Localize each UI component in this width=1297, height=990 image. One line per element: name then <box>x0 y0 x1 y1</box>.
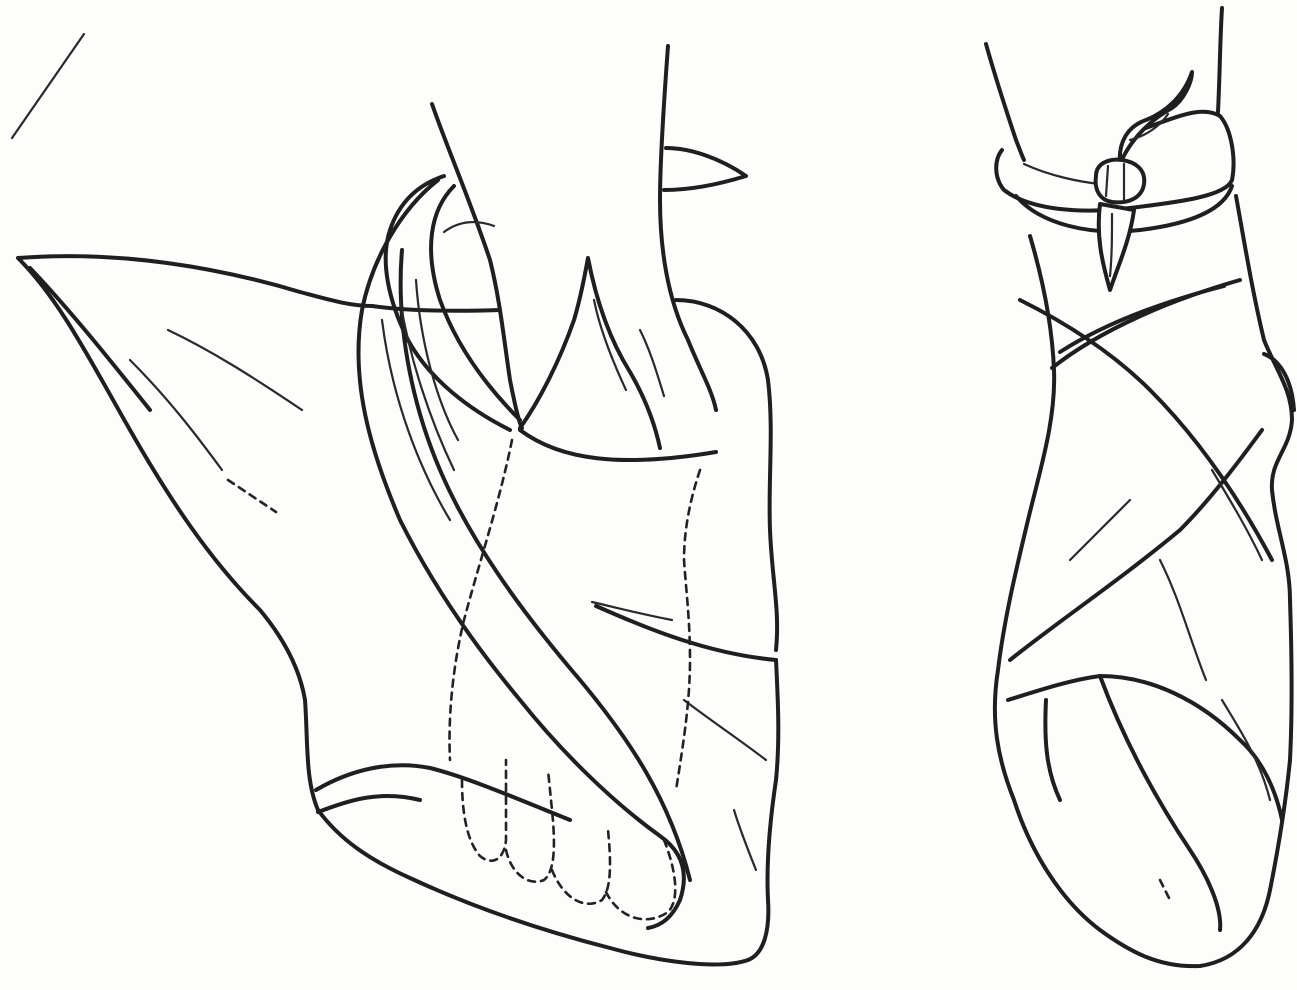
toe-region-crease <box>734 810 756 870</box>
right-crease-2 <box>1212 470 1262 560</box>
knot-center <box>1096 160 1145 203</box>
right-toe-fold <box>1100 676 1220 930</box>
right-crease-4 <box>1222 700 1270 800</box>
knot-bottom-ear <box>1099 204 1134 290</box>
right-wrap-band-4 <box>1008 676 1282 820</box>
right-foot-outline-left <box>995 236 1290 966</box>
right-wrap-band-3 <box>1010 430 1262 660</box>
right-toe-fold-inner <box>1045 700 1060 800</box>
hidden-foot-instep <box>450 440 512 760</box>
stray-line <box>12 34 84 138</box>
right-crease-1 <box>1160 560 1206 680</box>
right-panel-bandaged-foot <box>986 8 1294 966</box>
bandage-tail-inner-fold <box>30 268 150 410</box>
right-foot-outline-right <box>1236 196 1292 760</box>
sole-wrap-band-2 <box>318 796 420 812</box>
hidden-toe-1 <box>462 760 506 861</box>
left-calf-notch <box>664 148 746 190</box>
heel-rim-fold <box>444 222 494 232</box>
sole-wrap-band <box>316 765 570 820</box>
left-panel-bandaged-foot <box>18 46 778 964</box>
left-leg-back <box>660 46 716 410</box>
hidden-toe-4 <box>606 840 675 919</box>
ankle-band-crease <box>1024 164 1100 184</box>
hidden-toe-3 <box>552 830 610 904</box>
right-toe-dash <box>1160 880 1170 900</box>
tail-crease-1 <box>168 330 302 410</box>
ankle-cuff-bottom <box>520 430 716 460</box>
foot-top-crease <box>684 700 766 760</box>
right-wrap-band-2 <box>1020 300 1272 560</box>
right-wrap-band-1b <box>1060 286 1224 352</box>
bandage-center-point <box>520 258 660 448</box>
tail-crease-3 <box>228 480 276 512</box>
right-wrap-band-1 <box>1052 280 1240 368</box>
hidden-foot-outer <box>676 470 700 790</box>
right-leg-back <box>1218 8 1222 112</box>
cuff-lower-edge <box>596 606 776 660</box>
outer-wrap-left-edge <box>358 180 683 928</box>
bandage-top-edge <box>372 306 500 311</box>
right-crease-3 <box>1070 500 1130 560</box>
knot-top-ear <box>1120 72 1192 164</box>
left-leg-front <box>432 104 522 428</box>
hidden-toe-2 <box>506 770 554 882</box>
bandage-tail <box>18 256 372 810</box>
right-leg-front <box>986 44 1024 160</box>
center-point-fold <box>594 300 626 390</box>
center-crease <box>640 330 664 396</box>
